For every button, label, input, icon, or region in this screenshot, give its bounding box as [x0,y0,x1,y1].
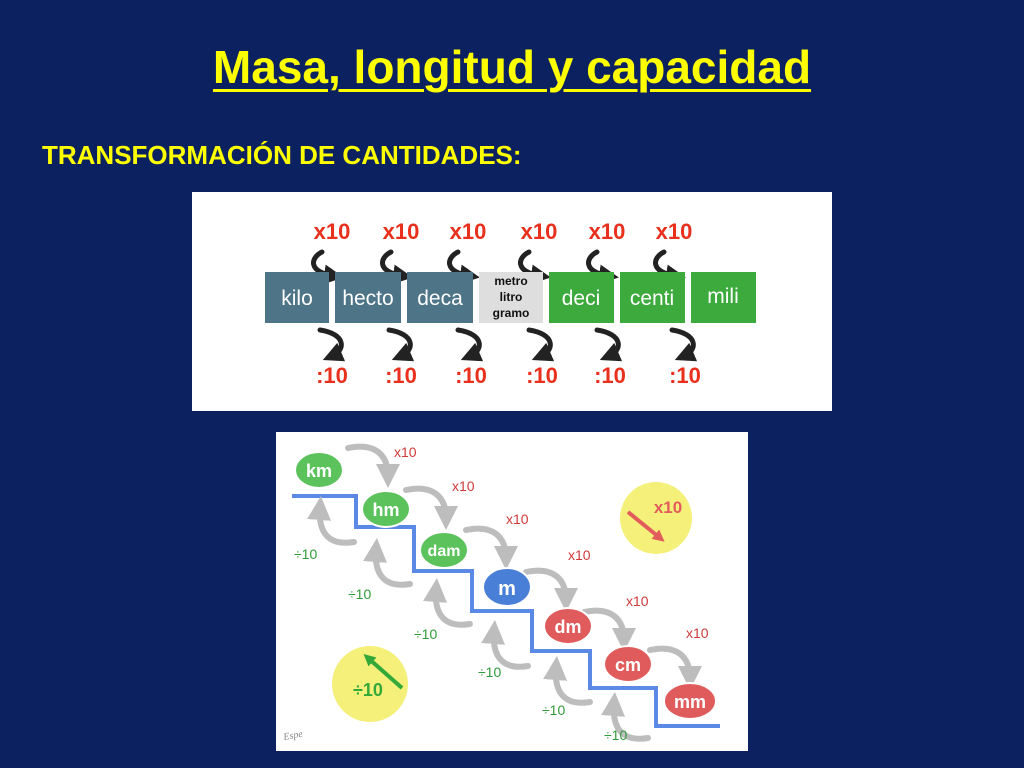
multiply-label: x10 [452,478,475,494]
node-label: dm [555,617,582,637]
curved-arrow-icon [669,327,698,362]
unit-label: centi [630,287,674,310]
curved-arrow-icon [523,567,578,612]
divide-label: ÷10 [348,586,371,602]
divide-label: :10 [385,363,417,388]
unit-node-mm [663,682,717,720]
unit-node-m [482,567,532,607]
curved-arrow-icon [543,656,593,706]
staircase-steps [292,494,720,728]
unit-label: kilo [281,287,313,310]
unit-box-deca [407,272,473,323]
arrow-down-right-icon [626,510,665,542]
curved-arrow-icon [581,607,636,652]
prefix-scale-panel: x10 x10 x10 x10 x10 x10 kilo hecto deca … [192,192,832,411]
divide-label: :10 [455,363,487,388]
multiply-label: x10 [450,219,487,244]
curved-arrow-icon [526,327,555,362]
curved-arrow-icon [317,327,346,362]
unit-node-dm [543,607,593,645]
unit-label: deca [417,287,463,310]
node-label: mm [674,692,706,712]
unit-label: hecto [342,287,393,310]
node-label: m [498,578,516,600]
multiply-label: x10 [568,547,591,563]
divide-label: :10 [669,363,701,388]
curved-arrow-icon [481,620,531,670]
base-unit-label: metro [494,274,527,288]
divide-label: ÷10 [294,546,317,562]
unit-box-mili [691,272,756,323]
divide-label: :10 [526,363,558,388]
curved-arrow-icon [647,645,702,690]
curved-arrow-icon [594,327,623,362]
staircase-panel: km hm dam m dm cm mm x10 x10 x10 x10 x10… [276,432,748,751]
unit-box-base [479,272,543,323]
unit-node-km [294,451,344,489]
legend-divide-circle [332,646,408,722]
legend-divide-label: ÷10 [353,680,383,700]
multiply-label: x10 [656,219,693,244]
node-label: km [306,461,332,481]
base-unit-label: gramo [493,306,530,320]
multiply-label: x10 [686,625,709,641]
node-label: cm [615,655,641,675]
prefix-scale-diagram: x10 x10 x10 x10 x10 x10 kilo hecto deca … [265,219,756,388]
arrow-up-left-icon [363,654,404,690]
curved-arrow-icon [423,578,473,628]
unit-node-dam [419,531,469,569]
unit-box-centi [620,272,685,323]
multiply-label: x10 [383,219,420,244]
multiply-label: x10 [394,444,417,460]
multiply-label: x10 [521,219,558,244]
node-label: dam [428,543,461,560]
curved-arrow-icon [307,496,357,546]
staircase-diagram: km hm dam m dm cm mm x10 x10 x10 x10 x10… [282,443,720,743]
unit-node-cm [603,645,653,683]
unit-label: deci [562,287,601,310]
multiply-label: x10 [506,511,529,527]
curved-arrow-icon [363,538,413,588]
curved-arrow-icon [455,327,484,362]
multiply-label: x10 [314,219,351,244]
legend-multiply-circle [620,482,692,554]
divide-label: ÷10 [604,727,627,743]
curved-arrow-icon [345,443,400,488]
curved-arrow-icon [386,327,415,362]
unit-box-deci [549,272,614,323]
curved-arrow-icon [601,692,651,742]
divide-label: :10 [316,363,348,388]
unit-label: mili [707,285,739,308]
multiply-label: x10 [626,593,649,609]
base-unit-label: litro [500,290,523,304]
unit-node-hm [361,490,411,528]
curved-arrow-icon [463,525,518,570]
legend-multiply-label: x10 [654,498,682,517]
curved-arrow-icon [403,485,458,530]
unit-box-kilo [265,272,329,323]
signature: Espe [282,729,305,743]
divide-label: ÷10 [478,664,501,680]
divide-label: ÷10 [414,626,437,642]
divide-label: :10 [594,363,626,388]
section-subtitle: TRANSFORMACIÓN DE CANTIDADES: [42,140,522,170]
page-title: Masa, longitud y capacidad [212,41,812,93]
multiply-label: x10 [589,219,626,244]
node-label: hm [373,500,400,520]
divide-label: ÷10 [542,702,565,718]
unit-box-hecto [335,272,401,323]
